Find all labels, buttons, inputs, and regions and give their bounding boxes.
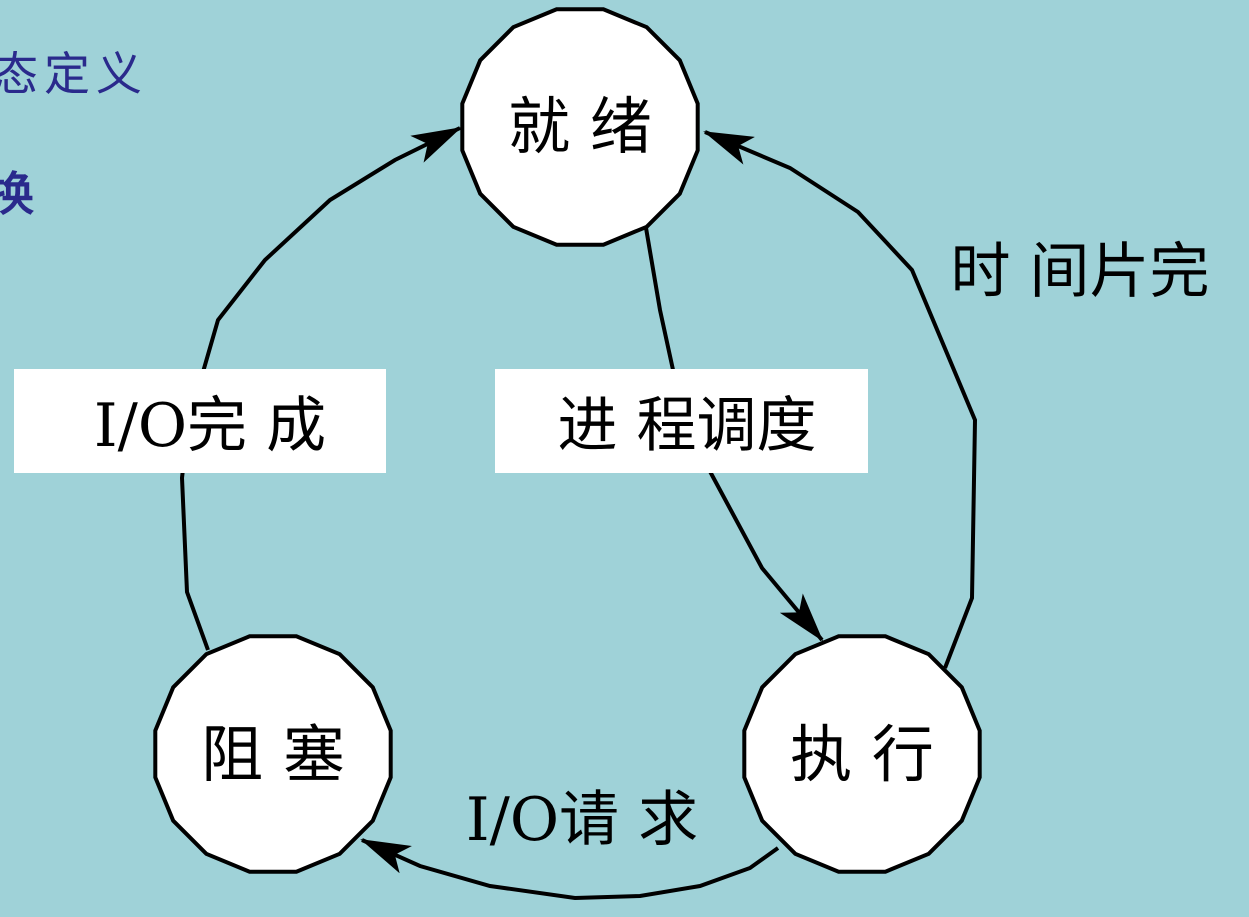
io-request-label: I/O请 求 — [466, 785, 698, 855]
state-blocked-label: 阻 塞 — [201, 718, 345, 791]
state-ready-node: 就 绪 — [460, 7, 700, 247]
state-running-node: 执 行 — [742, 634, 982, 874]
label-box-dispatch: 进 程调度 — [495, 369, 868, 473]
state-blocked-node: 阻 塞 — [153, 634, 393, 874]
dispatch-label: 进 程调度 — [557, 391, 816, 461]
state-running-label: 执 行 — [790, 718, 934, 791]
background-subheading-fragment: 换 — [0, 167, 40, 221]
state-ready-label: 就 绪 — [508, 90, 652, 163]
edge-io-complete — [179, 126, 462, 651]
timeout-label: 时 间片完 — [950, 237, 1209, 307]
edge-timeout — [703, 130, 978, 669]
io-complete-label: I/O完 成 — [94, 391, 326, 461]
label-box-io-complete: I/O完 成 — [14, 369, 386, 473]
edge-io-request — [360, 838, 780, 901]
background-heading-fragment: 态定义 — [0, 47, 148, 101]
